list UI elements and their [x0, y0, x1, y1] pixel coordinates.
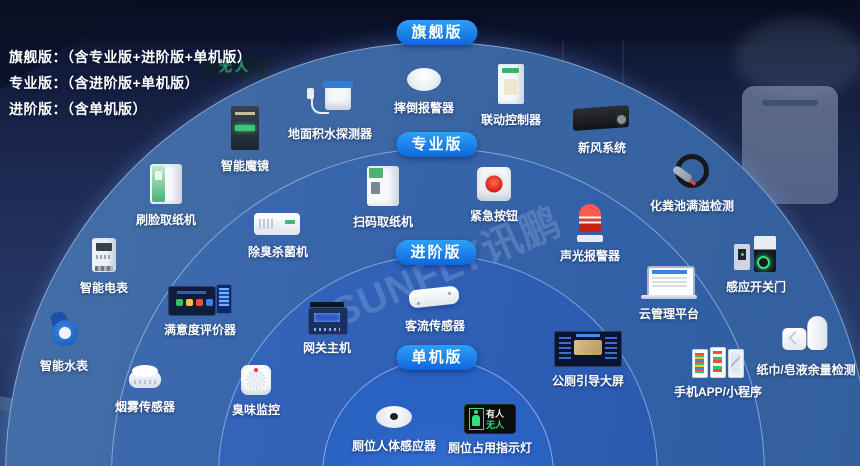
device-deodorizing-sterilizer: 除臭杀菌机	[248, 210, 308, 260]
tier-banner-standalone: 单机版	[396, 345, 478, 370]
device-label: 厕位占用指示灯	[447, 441, 533, 455]
tier-banner-flagship: 旗舰版	[396, 20, 478, 45]
device-label: 智能电表	[79, 281, 129, 295]
device-label: 云管理平台	[638, 307, 700, 321]
device-tissue-soap-level-detector: 纸巾/皂液余量检测	[756, 316, 856, 378]
device-label: 化粪池满溢检测	[649, 199, 735, 213]
device-fall-alarm: 摔倒报警器	[394, 66, 454, 116]
emergency-button-icon	[476, 166, 512, 202]
device-label: 新风系统	[577, 141, 626, 155]
tier-banner-professional: 专业版	[396, 132, 478, 157]
smoke-sensor-icon	[126, 365, 164, 393]
smart-mirror-icon	[229, 106, 261, 152]
fresh-air-system-icon	[573, 102, 631, 134]
device-sound-light-alarm: 声光报警器	[560, 204, 620, 264]
linkage-controller-icon	[496, 64, 526, 106]
device-face-recognition-paper-dispenser: 刷脸取纸机	[136, 162, 196, 228]
septic-tank-overflow-detector-icon	[670, 152, 714, 192]
ground-water-detector-icon	[306, 78, 353, 120]
sound-light-alarm-icon	[576, 204, 604, 242]
device-ground-water-detector: 地面积水探测器	[288, 78, 372, 142]
device-fresh-air-system: 新风系统	[573, 102, 631, 156]
tier-legend: 旗舰版：（含专业版+进阶版+单机版） 专业版：（含进阶版+单机版） 进阶版：（含…	[9, 44, 251, 122]
tier-banner-advanced: 进阶版	[395, 240, 477, 265]
odor-monitor-icon	[240, 364, 272, 396]
device-odor-monitor: 臭味监控	[232, 364, 280, 418]
device-smoke-sensor: 烟雾传感器	[115, 365, 175, 415]
device-smart-mirror: 智能魔镜	[221, 106, 269, 174]
passenger-flow-sensor-icon	[408, 284, 461, 312]
device-label: 刷脸取纸机	[135, 213, 197, 227]
device-label: 地面积水探测器	[287, 127, 373, 141]
smart-electric-meter-icon	[90, 238, 118, 274]
cloud-management-platform-icon	[640, 266, 697, 300]
device-qr-code-paper-dispenser: 扫码取纸机	[353, 164, 413, 230]
smart-water-meter-icon	[46, 310, 82, 352]
device-emergency-button: 紧急按钮	[470, 166, 518, 224]
legend-line-advanced: 进阶版：（含单机版）	[9, 101, 147, 117]
device-label: 烟雾传感器	[114, 400, 176, 414]
device-label: 臭味监控	[231, 403, 281, 417]
device-label: 智能魔镜	[220, 159, 270, 173]
deodorizing-sterilizer-icon	[253, 210, 302, 238]
device-label: 感应开关门	[725, 280, 787, 294]
device-label: 紧急按钮	[469, 209, 519, 223]
device-smart-water-meter: 智能水表	[39, 310, 89, 374]
device-label: 网关主机	[302, 341, 352, 355]
device-sensor-door: 感应开关门	[726, 236, 786, 295]
device-label: 客流传感器	[404, 319, 466, 333]
device-label: 满意度评价器	[163, 323, 237, 337]
device-stall-occupancy-indicator: 有人无人 厕位占用指示灯	[448, 404, 532, 456]
device-label: 智能水表	[39, 359, 89, 373]
device-smart-electric-meter: 智能电表	[80, 238, 128, 296]
legend-line-flagship: 旗舰版：（含专业版+进阶版+单机版）	[9, 49, 252, 65]
face-recognition-paper-dispenser-icon	[148, 162, 184, 206]
device-mobile-app-mini-program: 手机APP/小程序	[674, 346, 762, 400]
device-label: 联动控制器	[480, 113, 542, 127]
device-guidance-big-screen: 公厕引导大屏	[552, 331, 624, 389]
satisfaction-evaluator-icon	[167, 284, 232, 316]
sensor-door-icon	[733, 236, 778, 273]
device-label: 手机APP/小程序	[673, 385, 763, 399]
stall-occupancy-indicator-icon: 有人无人	[463, 404, 516, 434]
device-passenger-flow-sensor: 客流传感器	[405, 284, 465, 334]
vacant-text: 无人	[485, 420, 505, 430]
background-air-freshener-slot	[762, 100, 818, 106]
occupied-text: 有人	[485, 409, 505, 419]
guidance-big-screen-icon	[553, 331, 622, 367]
device-satisfaction-evaluator: 满意度评价器	[164, 284, 236, 338]
qr-code-paper-dispenser-icon	[365, 164, 401, 208]
device-label: 厕位人体感应器	[351, 439, 437, 453]
device-label: 除臭杀菌机	[247, 245, 309, 259]
legend-line-professional: 专业版：（含进阶版+单机版）	[9, 75, 200, 91]
vacancy-led-sign: 无人	[202, 56, 268, 78]
fall-alarm-icon	[404, 66, 444, 94]
person-icon	[473, 410, 478, 414]
device-label: 纸巾/皂液余量检测	[756, 363, 856, 377]
background-mist	[735, 18, 860, 98]
device-label: 公厕引导大屏	[551, 374, 625, 388]
device-label: 摔倒报警器	[393, 101, 455, 115]
device-septic-tank-overflow-detector: 化粪池满溢检测	[650, 152, 734, 214]
device-cloud-management-platform: 云管理平台	[639, 266, 699, 322]
device-linkage-controller: 联动控制器	[481, 64, 541, 128]
device-gateway-host: 网关主机	[303, 302, 351, 356]
gateway-host-icon	[306, 302, 348, 335]
device-label: 声光报警器	[559, 249, 621, 263]
mobile-app-mini-program-icon	[691, 346, 744, 378]
stall-human-sensor-icon	[374, 402, 414, 432]
tissue-soap-level-detector-icon	[782, 316, 830, 356]
device-label: 扫码取纸机	[352, 215, 414, 229]
device-stall-human-sensor: 厕位人体感应器	[352, 402, 436, 454]
